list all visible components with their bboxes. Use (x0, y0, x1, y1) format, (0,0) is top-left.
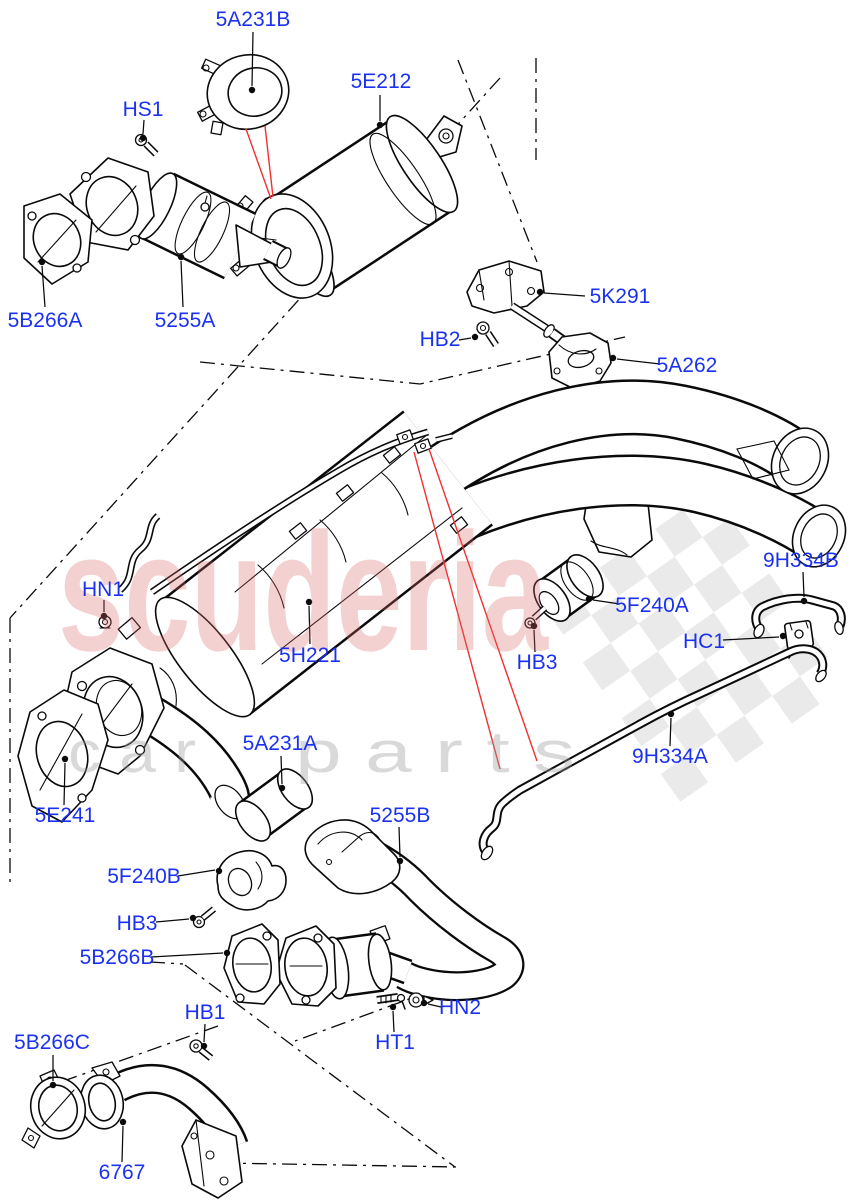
label-6767: 6767 (99, 1161, 146, 1184)
label-5f240a: 5F240A (615, 594, 689, 617)
leader-5b266b (150, 949, 231, 958)
label-hb1: HB1 (185, 1001, 226, 1024)
leader-hc1 (722, 632, 787, 641)
part-labels: 5A231B HS1 5E212 5B266A 5255A 5K291 HB2 … (8, 8, 839, 1184)
part-pipe-9h334b (751, 593, 846, 639)
part-muffler-5h221 (154, 410, 493, 718)
checkered-flag-watermark (543, 509, 828, 802)
leader-hb3-right (530, 622, 538, 653)
part-catalyst-5255a (136, 172, 292, 280)
label-5k291: 5K291 (590, 285, 651, 308)
part-flange-bottom (275, 925, 337, 1007)
part-bolt-hb1 (189, 1039, 214, 1061)
label-hn1: HN1 (82, 578, 124, 601)
part-shield-5255b (304, 819, 401, 895)
part-mount-5a262 (548, 332, 612, 390)
label-5e212: 5E212 (351, 70, 412, 93)
part-clamp-5a231b (196, 53, 290, 136)
part-gasket-5b266b (223, 923, 281, 1005)
leader-5a231b (248, 31, 256, 94)
muffler-top-fittings (117, 428, 453, 640)
label-5255b: 5255B (370, 804, 431, 827)
part-bracket-5k291 (466, 260, 572, 349)
leader-hn1 (100, 600, 108, 620)
part-catalyst-bottom (322, 925, 413, 1000)
leader-5a231a (278, 755, 286, 792)
label-9h334b: 9H334B (763, 549, 839, 572)
label-5b266a: 5B266A (8, 309, 83, 332)
leader-5a262 (609, 354, 661, 365)
leader-5255a (177, 253, 185, 308)
label-hb3-right: HB3 (517, 651, 558, 674)
part-isolator-5f240a (533, 554, 604, 622)
label-5a262: 5A262 (657, 354, 718, 377)
watermark-tagline-car: c a r (68, 720, 196, 785)
leader-hb3-left (155, 914, 197, 923)
leader-9h334b (800, 571, 808, 605)
part-gasket-5e241 (17, 689, 109, 823)
label-hb3-left: HB3 (117, 912, 158, 935)
leader-5e241 (61, 755, 69, 806)
label-5b266c: 5B266C (14, 1031, 90, 1054)
leader-5f240a (585, 595, 621, 605)
watermark: scuderia c a r p a r t s (58, 498, 575, 785)
label-ht1: HT1 (375, 1031, 415, 1054)
label-5b266b: 5B266B (80, 946, 155, 969)
leader-5h221 (305, 598, 313, 645)
leader-hn2 (420, 999, 442, 1008)
label-hn2: HN2 (439, 996, 481, 1019)
part-tailpipe-lower (420, 454, 847, 568)
part-bolt-hb2 (476, 321, 499, 347)
watermark-brand-text: scuderia (58, 498, 549, 686)
part-stud-ht1 (376, 993, 406, 1010)
part-sleeve-5a231a (234, 768, 314, 842)
leader-hb1 (200, 1023, 208, 1050)
leader-5b266a (38, 258, 46, 308)
label-9h334a: 9H334A (632, 745, 708, 768)
leader-5b266c (49, 1055, 57, 1089)
leader-hs1 (139, 119, 147, 142)
part-pipe-9h334a (478, 644, 828, 861)
label-hs1: HS1 (123, 98, 164, 121)
leader-ht1 (389, 1003, 397, 1033)
part-tailpipe-upper (413, 379, 830, 503)
label-5f240b: 5F240B (107, 865, 181, 888)
leader-5e212 (376, 95, 384, 129)
part-muffler-flange (61, 647, 177, 775)
leader-5k291 (536, 288, 586, 297)
watermark-tagline-parts: p a r t s (295, 720, 575, 785)
leader-lines (38, 31, 808, 1163)
part-gasket-5b266c (21, 1069, 87, 1149)
label-5e241: 5E241 (35, 804, 96, 827)
part-manifold-6767 (79, 1061, 249, 1199)
label-hc1: HC1 (683, 630, 725, 653)
leader-5f240b (177, 867, 223, 877)
label-hb2: HB2 (420, 328, 461, 351)
leader-9h334a (667, 710, 675, 747)
red-callout-lines (245, 125, 538, 770)
label-5a231b: 5A231B (216, 8, 291, 31)
part-isolator-5f240b (216, 850, 287, 911)
leader-5255b (396, 826, 404, 865)
label-5h221: 5H221 (279, 644, 341, 667)
leader-6767 (119, 1118, 127, 1163)
label-5a231a: 5A231A (243, 732, 318, 755)
leader-hb2 (458, 333, 479, 341)
label-5255a: 5255A (155, 309, 216, 332)
part-bolt-hb3-left (192, 906, 217, 929)
